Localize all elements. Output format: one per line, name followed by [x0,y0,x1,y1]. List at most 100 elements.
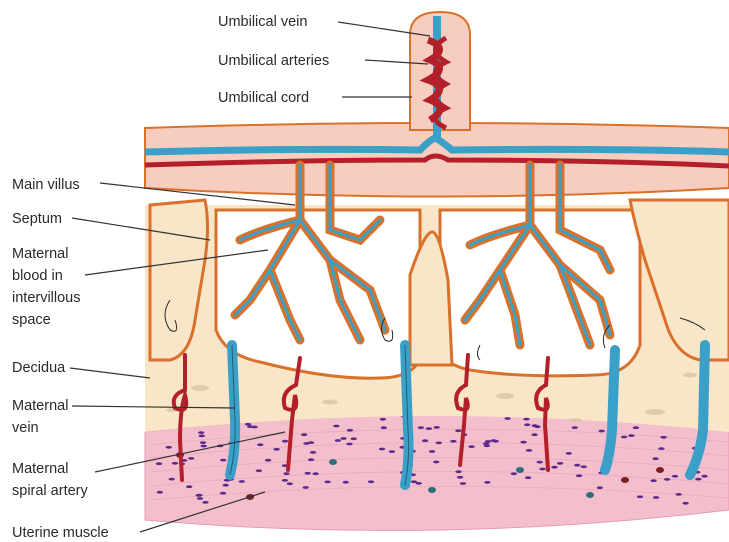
muscle-cell-dot [333,425,339,428]
muscle-cell-dot [628,434,634,437]
label-maternal-vein-2: vein [12,420,39,436]
muscle-cell-dot [455,470,461,473]
blood-cell-dot [428,487,436,493]
muscle-cell-dot [265,459,271,462]
muscle-cell-dot [273,448,279,451]
muscle-cell-dot [169,478,175,481]
muscle-cell-dot [188,457,194,460]
muscle-cell-dot [484,444,490,447]
muscle-cell-dot [287,482,293,485]
muscle-cell-dot [416,482,422,485]
muscle-cell-dot [220,459,226,462]
blood-cell-dot [586,492,594,498]
muscle-cell-dot [676,493,682,496]
muscle-cell-dot [426,427,432,430]
label-maternal-blood-1: Maternal [12,246,68,262]
muscle-cell-dot [301,433,307,436]
muscle-cell-dot [695,478,701,481]
muscle-cell-dot [200,441,206,444]
muscle-cell-dot [531,433,537,436]
umbilical-cord [410,12,470,140]
muscle-cell-dot [701,475,707,478]
label-umbilical-arteries: Umbilical arteries [218,53,329,69]
label-spiral-artery-1: Maternal [12,461,68,477]
muscle-cell-dot [283,472,289,475]
muscle-cell-dot [186,485,192,488]
muscle-cell-dot [652,457,658,460]
muscle-cell-dot [524,423,530,426]
muscle-cell-dot [199,435,205,438]
muscle-cell-dot [660,436,666,439]
label-maternal-blood-4: space [12,312,51,328]
muscle-cell-dot [368,480,374,483]
blood-cell-dot [329,459,337,465]
muscle-cell-dot [198,431,204,434]
label-septum: Septum [12,211,62,227]
blood-cell-dot [621,477,629,483]
muscle-cell-dot [468,445,474,448]
muscle-cell-dot [343,481,349,484]
muscle-cell-dot [303,486,309,489]
muscle-cell-dot [223,484,229,487]
muscle-cell-dot [308,458,314,461]
muscle-cell-dot [310,451,316,454]
muscle-cell-dot [313,472,319,475]
muscle-cell-dot [599,430,605,433]
muscle-cell-dot [201,445,207,448]
muscle-cell-dot [379,448,385,451]
muscle-cell-dot [422,439,428,442]
muscle-cell-dot [157,491,163,494]
muscle-cell-dot [335,439,341,442]
muscle-cell-dot [504,417,510,420]
muscle-cell-dot [551,466,557,469]
muscle-cell-dot [282,479,288,482]
blood-cell-dot [516,467,524,473]
label-spiral-artery-2: spiral artery [12,483,88,499]
muscle-cell-dot [520,441,526,444]
muscle-cell-dot [539,468,545,471]
muscle-cell-dot [256,469,262,472]
muscle-cell-dot [574,464,580,467]
muscle-cell-dot [282,440,288,443]
muscle-cell-dot [490,439,496,442]
muscle-cell-dot [239,480,245,483]
muscle-cell-dot [455,429,461,432]
muscle-cell-dot [197,497,203,500]
muscle-cell-dot [381,426,387,429]
label-uterine-muscle: Uterine muscle [12,525,109,541]
muscle-cell-dot [166,446,172,449]
muscle-cell-dot [220,492,226,495]
muscle-cell-dot [347,429,353,432]
muscle-cell-dot [450,440,456,443]
label-main-villus: Main villus [12,177,80,193]
muscle-cell-dot [650,479,656,482]
muscle-cell-dot [525,476,531,479]
label-umbilical-vein: Umbilical vein [218,14,307,30]
muscle-cell-dot [537,461,543,464]
muscle-cell-dot [484,481,490,484]
muscle-cell-dot [664,478,670,481]
muscle-cell-dot [457,476,463,479]
muscle-cell-dot [156,462,162,465]
muscle-cell-dot [429,450,435,453]
muscle-cell-dot [526,449,532,452]
muscle-cell-dot [597,486,603,489]
muscle-cell-dot [557,462,563,465]
label-decidua: Decidua [12,360,66,376]
label-umbilical-cord: Umbilical cord [218,90,309,106]
muscle-cell-dot [257,443,263,446]
muscle-cell-dot [460,482,466,485]
muscle-cell-dot [658,447,664,450]
muscle-cell-dot [653,496,659,499]
muscle-cell-dot [433,461,439,464]
muscle-cell-dot [195,494,201,497]
label-maternal-blood-3: intervillous [12,290,81,306]
muscle-cell-dot [511,472,517,475]
blood-cell-dot [656,467,664,473]
muscle-cell-dot [523,418,529,421]
muscle-cell-dot [434,426,440,429]
muscle-cell-dot [389,450,395,453]
muscle-cell-dot [305,472,311,475]
muscle-cell-dot [324,481,330,484]
